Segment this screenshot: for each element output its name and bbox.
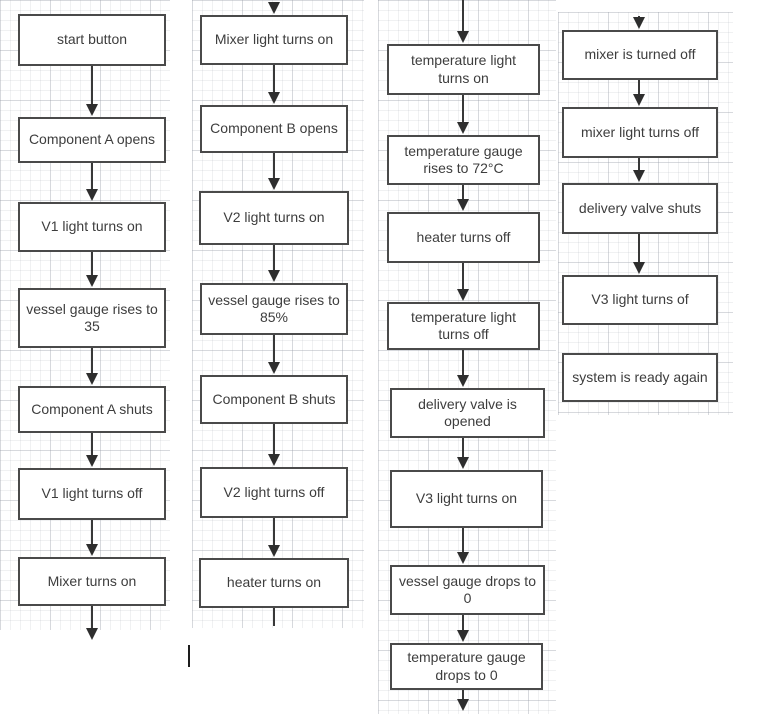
flow-node-temp-light-off[interactable]: temperature light turns off (387, 302, 540, 350)
flow-node-heater-on[interactable]: heater turns on (199, 558, 349, 608)
flow-node-temp-gauge-72c[interactable]: temperature gauge rises to 72°C (387, 135, 540, 185)
flow-node-mixer-light-on[interactable]: Mixer light turns on (200, 15, 348, 65)
flow-node-v1-light-off[interactable]: V1 light turns off (18, 468, 166, 520)
flow-node-v3-light-on[interactable]: V3 light turns on (390, 470, 543, 528)
flow-node-component-a-shuts[interactable]: Component A shuts (18, 386, 166, 433)
flow-node-v2-light-off[interactable]: V2 light turns off (200, 467, 348, 518)
flow-node-temp-gauge-0[interactable]: temperature gauge drops to 0 (390, 643, 543, 690)
flow-node-component-b-opens[interactable]: Component B opens (200, 105, 348, 153)
flow-node-component-b-shuts[interactable]: Component B shuts (200, 375, 348, 424)
flow-node-mixer-turned-off[interactable]: mixer is turned off (562, 30, 718, 80)
flow-node-start-button[interactable]: start button (18, 14, 166, 66)
flow-node-vessel-gauge-35[interactable]: vessel gauge rises to 35 (18, 288, 166, 348)
flow-node-system-ready[interactable]: system is ready again (562, 353, 718, 402)
flow-node-vessel-gauge-85[interactable]: vessel gauge rises to 85% (200, 283, 348, 335)
flow-node-delivery-valve-shuts[interactable]: delivery valve shuts (562, 183, 718, 234)
text-cursor (188, 645, 190, 667)
flow-node-component-a-opens[interactable]: Component A opens (18, 117, 166, 163)
flow-node-v2-light-on[interactable]: V2 light turns on (199, 191, 349, 245)
flow-node-mixer-light-off[interactable]: mixer light turns off (562, 107, 718, 158)
flow-node-delivery-valve-open[interactable]: delivery valve is opened (390, 388, 545, 438)
flow-node-heater-off[interactable]: heater turns off (387, 212, 540, 263)
flow-node-v3-light-off[interactable]: V3 light turns of (562, 275, 718, 325)
flow-node-v1-light-on[interactable]: V1 light turns on (18, 202, 166, 252)
flow-node-vessel-gauge-0[interactable]: vessel gauge drops to 0 (390, 565, 545, 615)
flow-node-mixer-on[interactable]: Mixer turns on (18, 557, 166, 606)
flow-node-temp-light-on[interactable]: temperature light turns on (387, 44, 540, 95)
